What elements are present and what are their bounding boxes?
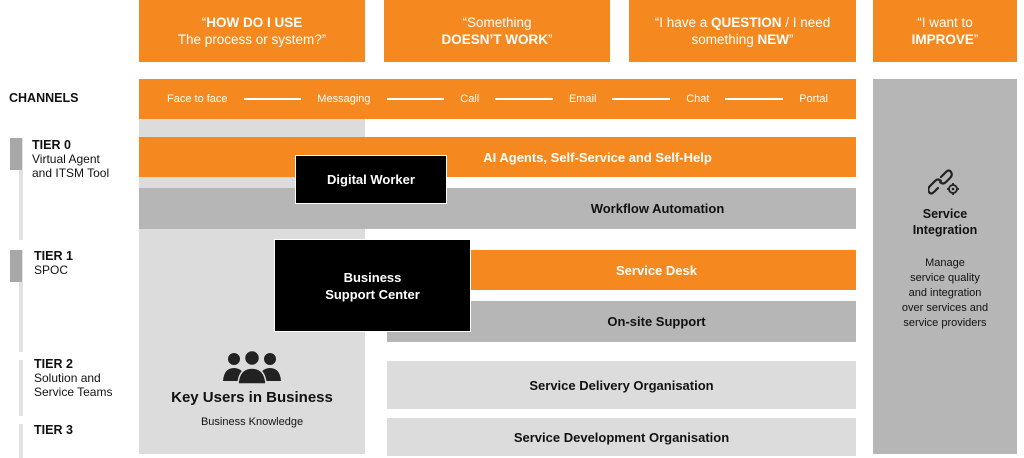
- digital-worker-box: Digital Worker: [295, 155, 447, 204]
- service-development-bar: Service Development Organisation: [387, 418, 856, 456]
- channel-connector: [725, 98, 784, 100]
- header-box-how-do-i-use: “HOW DO I USE The process or system?”: [139, 0, 365, 62]
- channel-call: Call: [460, 93, 480, 105]
- tier-3-label: TIER 3: [34, 423, 73, 437]
- tier-2-label: TIER 2 Solution and Service Teams: [34, 357, 113, 399]
- channel-connector: [386, 98, 445, 100]
- channel-connector: [243, 98, 302, 100]
- service-integration-description: Manage service quality and integration o…: [901, 257, 989, 329]
- key-users-subtitle: Business Knowledge: [200, 416, 304, 428]
- ai-agents-bar: AI Agents, Self-Service and Self-Help: [139, 137, 856, 177]
- service-integration-column: [873, 79, 1017, 454]
- tier-1-label: TIER 1 SPOC: [34, 249, 73, 277]
- tier-rail-0: [19, 138, 23, 240]
- key-users-title: Key Users in Business: [171, 389, 333, 406]
- channel-messaging: Messaging: [317, 93, 371, 105]
- workflow-automation-bar: Workflow Automation: [139, 188, 856, 229]
- channel-email: Email: [568, 93, 597, 105]
- users-group-icon: [222, 349, 282, 385]
- tier-0-label: TIER 0 Virtual Agent and ITSM Tool: [32, 138, 110, 180]
- channel-connector: [495, 98, 553, 100]
- header-box-question-new: “I have a QUESTION / I need something NE…: [629, 0, 856, 62]
- tier-marker-0: [10, 138, 22, 170]
- channel-chat: Chat: [686, 93, 710, 105]
- header-box-doesnt-work: “Something DOESN’T WORK”: [384, 0, 610, 62]
- tier-rail-1: [19, 250, 23, 352]
- channel-connector: [612, 98, 671, 100]
- channels-label: CHANNELS: [9, 91, 79, 105]
- service-delivery-bar: Service Delivery Organisation: [387, 361, 856, 409]
- header-box-improve: “I want to IMPROVE”: [873, 0, 1017, 62]
- service-integration-title: Service Integration: [912, 207, 978, 237]
- link-gear-icon: [927, 168, 962, 196]
- channel-face-to-face: Face to face: [167, 93, 228, 105]
- business-support-center-box: Business Support Center: [274, 239, 471, 332]
- tier-marker-1: [10, 250, 22, 282]
- channels-bar: Face to face Messaging Call Email Chat P…: [139, 79, 856, 119]
- tier-rail-2: [19, 360, 23, 416]
- channel-portal: Portal: [799, 93, 828, 105]
- tier-rail-3: [19, 424, 23, 458]
